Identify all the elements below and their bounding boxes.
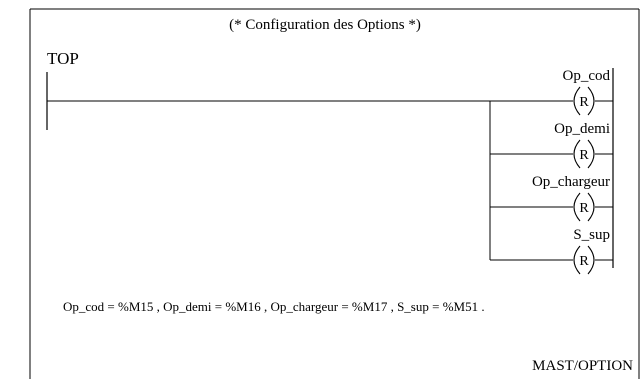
reset-coil-right-arc xyxy=(587,192,595,222)
coil-type-label: R xyxy=(579,148,589,163)
reset-coil-left-arc xyxy=(573,139,581,169)
coil-variable-name: Op_demi xyxy=(554,121,610,137)
rung-label: TOP xyxy=(47,49,79,68)
reset-coil-right-arc xyxy=(587,245,595,275)
reset-coil-left-arc xyxy=(573,245,581,275)
coil-variable-name: Op_cod xyxy=(563,68,611,84)
coil-variable-name: Op_chargeur xyxy=(532,174,610,190)
reset-coil-right-arc xyxy=(587,86,595,116)
coil-type-label: R xyxy=(579,201,589,216)
reset-coil-left-arc xyxy=(573,192,581,222)
coil-variable-name: S_sup xyxy=(573,227,610,243)
diagram-title: (* Configuration des Options *) xyxy=(229,17,421,33)
program-section-label: MAST/OPTION xyxy=(532,358,633,374)
coil-type-label: R xyxy=(579,254,589,269)
variable-comment: Op_cod = %M15 , Op_demi = %M16 , Op_char… xyxy=(63,299,485,314)
reset-coil-right-arc xyxy=(587,139,595,169)
reset-coil-left-arc xyxy=(573,86,581,116)
coil-type-label: R xyxy=(579,95,589,110)
